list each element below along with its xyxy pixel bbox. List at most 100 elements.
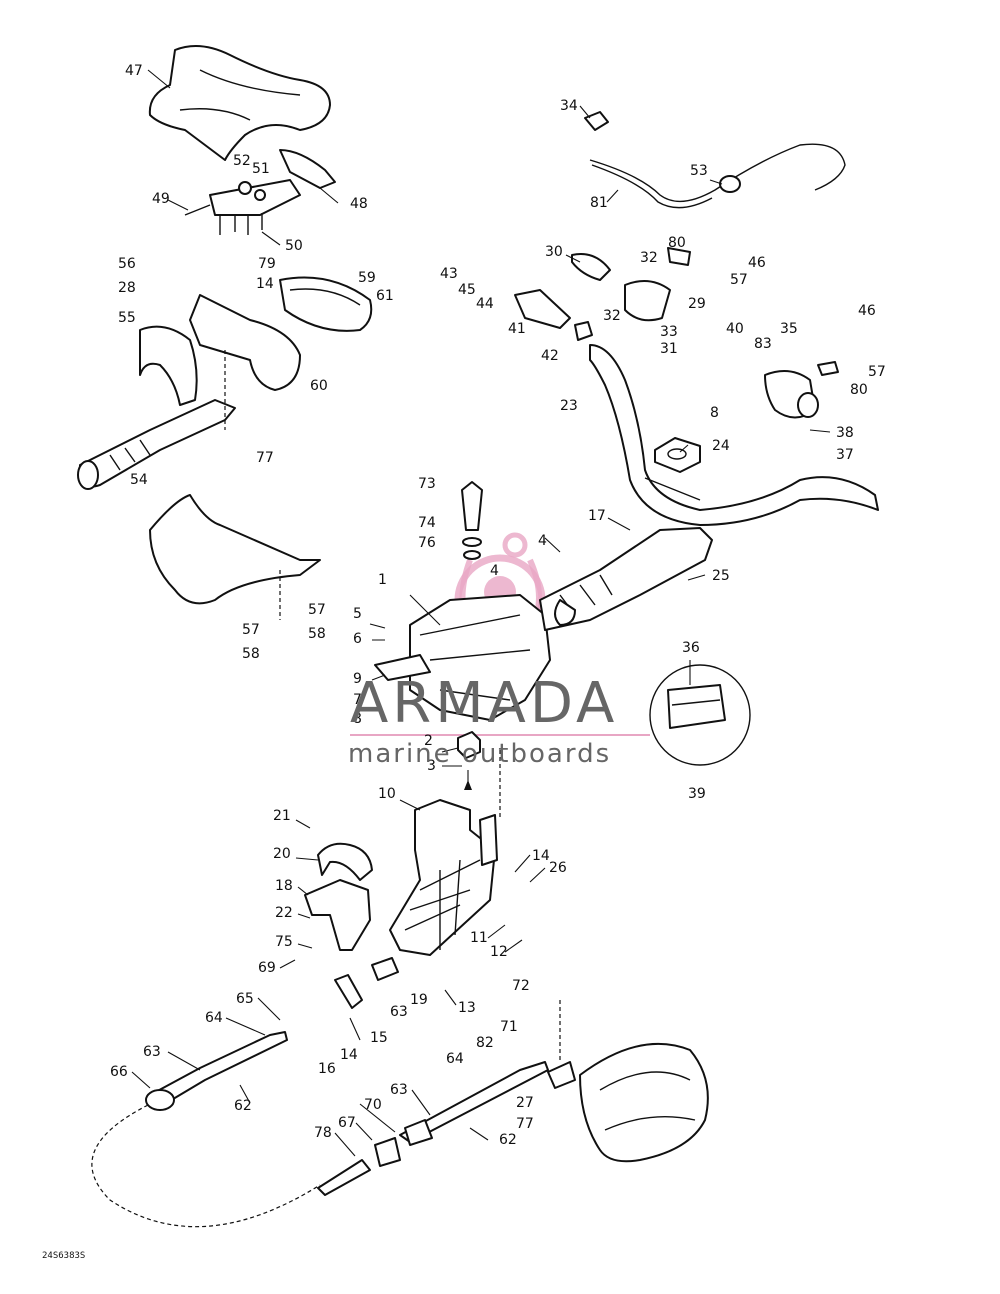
label-23: 23 [560, 398, 578, 414]
label-58-a: 58 [308, 626, 326, 642]
label-12: 12 [490, 944, 508, 960]
throttle-cable-81 [589, 143, 846, 209]
label-30: 30 [545, 244, 563, 260]
label-40: 40 [726, 321, 744, 337]
label-31: 31 [660, 341, 678, 357]
lower-cover-54 [149, 494, 321, 620]
label-64-a: 64 [205, 1010, 223, 1026]
label-44: 44 [476, 296, 494, 312]
label-10: 10 [378, 786, 396, 802]
label-32-mid: 32 [603, 308, 621, 324]
lever-15 [334, 957, 399, 1009]
label-46-right: 46 [858, 303, 876, 319]
label-75: 75 [275, 934, 293, 950]
label-67: 67 [338, 1115, 356, 1131]
label-25: 25 [712, 568, 730, 584]
label-16: 16 [318, 1061, 336, 1077]
label-77-top: 77 [256, 450, 274, 466]
label-61: 61 [376, 288, 394, 304]
steering-stem-17 [539, 527, 713, 631]
label-9: 9 [353, 671, 362, 687]
label-4-a: 4 [538, 533, 547, 549]
label-29: 29 [688, 296, 706, 312]
steering-housing-1 [374, 594, 551, 721]
bolt-73 [461, 481, 483, 560]
label-70: 70 [364, 1097, 382, 1113]
label-24: 24 [712, 438, 730, 454]
label-72: 72 [512, 978, 530, 994]
label-49: 49 [152, 191, 170, 207]
right-housing-35 [764, 361, 839, 419]
label-64-b: 64 [446, 1051, 464, 1067]
label-59: 59 [358, 270, 376, 286]
label-6: 6 [353, 631, 362, 647]
label-47: 47 [125, 63, 143, 79]
nozzle-assembly [547, 1000, 709, 1163]
label-7: 7 [353, 692, 362, 708]
label-65: 65 [236, 991, 254, 1007]
detail-view-39 [649, 664, 751, 766]
label-78: 78 [314, 1125, 332, 1141]
clamp-assembly-18 [304, 842, 373, 951]
label-11: 11 [470, 930, 488, 946]
clamp-24 [654, 437, 701, 473]
label-69: 69 [258, 960, 276, 976]
label-41: 41 [508, 321, 526, 337]
label-62-b: 62 [499, 1132, 517, 1148]
label-63-a: 63 [390, 1004, 408, 1020]
label-2: 2 [424, 733, 433, 749]
label-48: 48 [350, 196, 368, 212]
label-63-b: 63 [143, 1044, 161, 1060]
drawing-code: 24S6383S [42, 1251, 85, 1261]
label-35: 35 [780, 321, 798, 337]
label-66: 66 [110, 1064, 128, 1080]
label-19: 19 [410, 992, 428, 1008]
label-71: 71 [500, 1019, 518, 1035]
label-28: 28 [118, 280, 136, 296]
handlebar-23 [514, 289, 879, 526]
label-20: 20 [273, 846, 291, 862]
label-37: 37 [836, 447, 854, 463]
handle-cover-left [139, 276, 373, 406]
label-53: 53 [690, 163, 708, 179]
label-34: 34 [560, 98, 578, 114]
label-32-top: 32 [640, 250, 658, 266]
label-1: 1 [378, 572, 387, 588]
label-46-top: 46 [748, 255, 766, 271]
label-77-low: 77 [516, 1116, 534, 1132]
label-51: 51 [252, 161, 270, 177]
upper-cover-47 [148, 45, 331, 161]
label-56: 56 [118, 256, 136, 272]
label-8-top: 8 [710, 405, 719, 421]
watermark-tagline: marine outboards [348, 739, 611, 769]
label-13: 13 [458, 1000, 476, 1016]
label-82: 82 [476, 1035, 494, 1051]
label-36: 36 [682, 640, 700, 656]
steering-cable-62 [91, 1031, 549, 1228]
grip-left [77, 350, 236, 490]
throttle-housing-29 [571, 247, 691, 322]
label-33: 33 [660, 324, 678, 340]
part-labels: 47 52 51 49 48 50 34 53 81 30 32 80 46 5… [110, 63, 886, 1148]
label-45: 45 [458, 282, 476, 298]
clip-34 [584, 111, 609, 131]
label-60: 60 [310, 378, 328, 394]
label-4-b: 4 [490, 563, 499, 579]
label-22: 22 [275, 905, 293, 921]
block-2 [457, 731, 481, 790]
label-54: 54 [130, 472, 148, 488]
label-3: 3 [427, 758, 436, 774]
label-81: 81 [590, 195, 608, 211]
label-57-top: 57 [730, 272, 748, 288]
label-63-c: 63 [390, 1082, 408, 1098]
label-58-b: 58 [242, 646, 260, 662]
label-5: 5 [353, 606, 362, 622]
label-8-mid: 8 [353, 711, 362, 727]
label-14-low: 14 [340, 1047, 358, 1063]
label-79: 79 [258, 256, 276, 272]
support-plate-10 [389, 750, 501, 956]
label-27: 27 [516, 1095, 534, 1111]
label-15: 15 [370, 1030, 388, 1046]
